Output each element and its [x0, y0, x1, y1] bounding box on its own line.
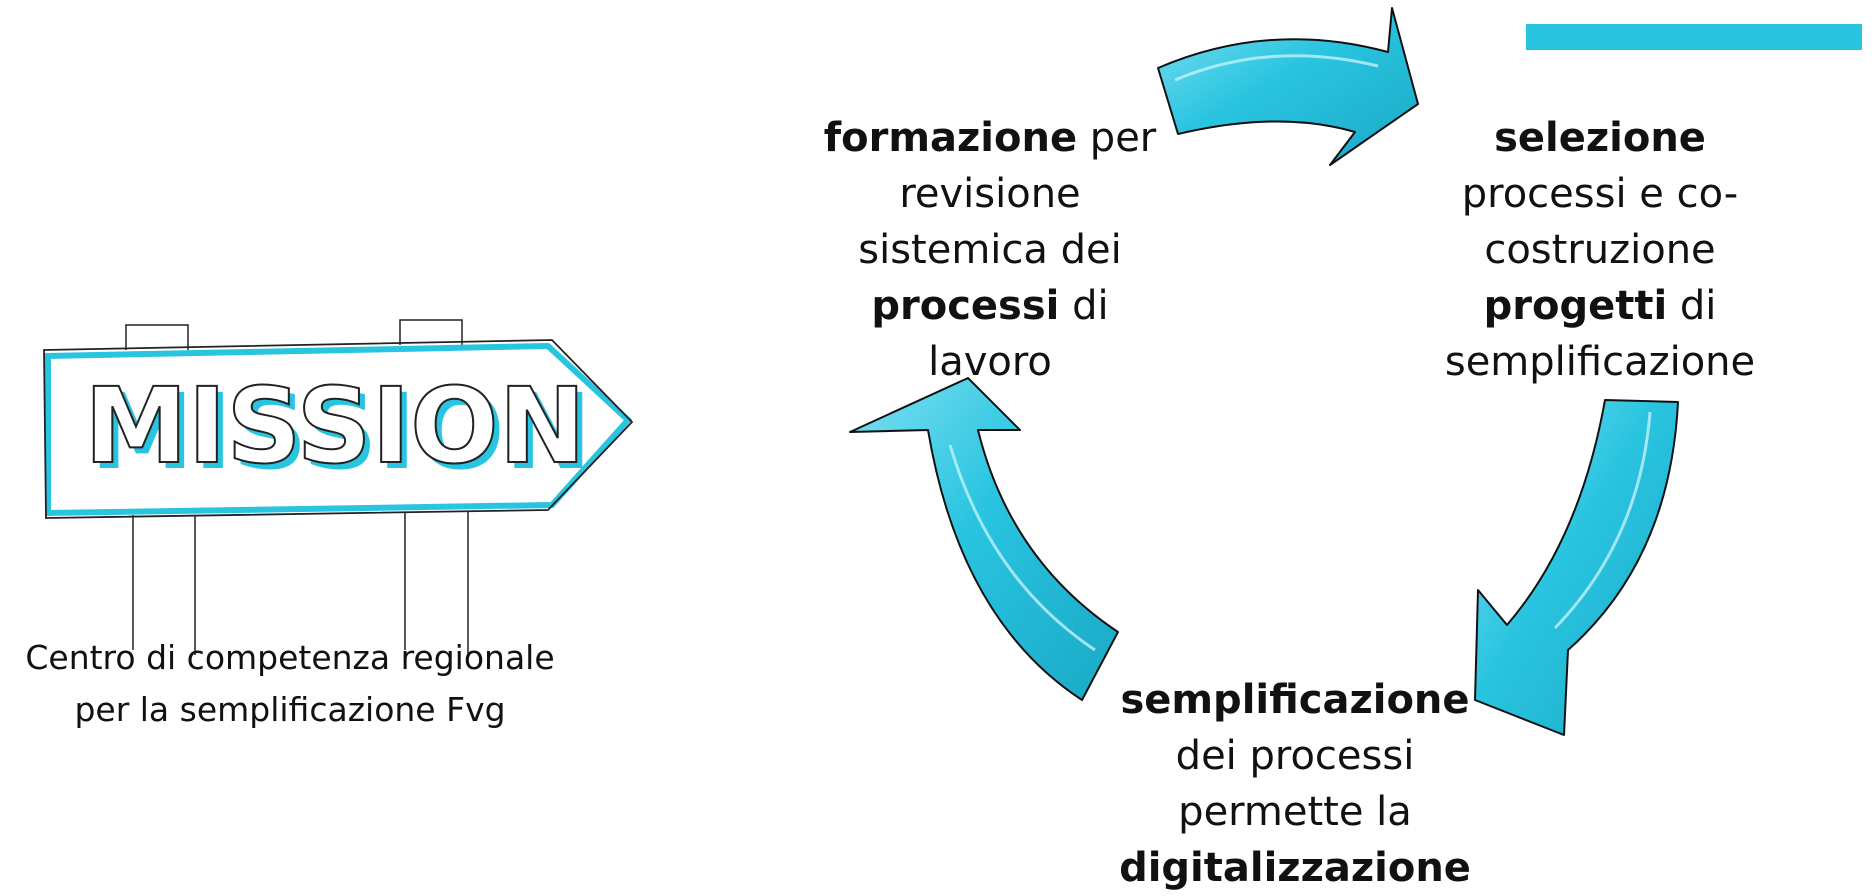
label-semplificazione: semplificazione dei processi permette la…: [1110, 672, 1480, 896]
semplificazione-line2: dei processi: [1175, 733, 1415, 779]
semplificazione-keyword: semplificazione: [1120, 677, 1470, 723]
formazione-processi: processi: [871, 283, 1060, 329]
mission-signpost: MISSION MISSION: [43, 319, 634, 658]
selezione-progetti: progetti: [1483, 283, 1668, 329]
formazione-line4-rest: di: [1059, 283, 1109, 329]
accent-bar: [1526, 24, 1862, 50]
selezione-line4-rest: di: [1667, 283, 1717, 329]
selezione-line2: processi e co-: [1461, 171, 1739, 217]
caption-line1: Centro di competenza regionale: [25, 638, 555, 677]
formazione-keyword: formazione: [823, 115, 1078, 161]
semplificazione-line3: permette la: [1178, 789, 1412, 835]
formazione-line2: revisione: [899, 171, 1081, 217]
selezione-keyword: selezione: [1494, 115, 1706, 161]
selezione-line5: semplificazione: [1444, 339, 1756, 385]
sign-word-shadow: MISSION: [90, 371, 591, 493]
cycle-arrow-right: [1474, 399, 1679, 736]
caption-line2: per la semplificazione Fvg: [74, 690, 506, 729]
sign-caption: Centro di competenza regionale per la se…: [0, 632, 580, 736]
label-selezione: selezione processi e co- costruzione pro…: [1420, 110, 1780, 390]
semplificazione-digitalizzazione: digitalizzazione: [1119, 845, 1471, 891]
formazione-line5: lavoro: [928, 339, 1052, 385]
formazione-line1-rest: per: [1077, 115, 1157, 161]
selezione-line3: costruzione: [1484, 227, 1716, 273]
cycle-arrow-left: [849, 377, 1119, 701]
sign-word: MISSION: [84, 365, 585, 487]
cycle-arrow-top: [1157, 7, 1419, 166]
formazione-line3: sistemica dei: [858, 227, 1122, 273]
label-formazione: formazione per revisione sistemica dei p…: [800, 110, 1180, 390]
